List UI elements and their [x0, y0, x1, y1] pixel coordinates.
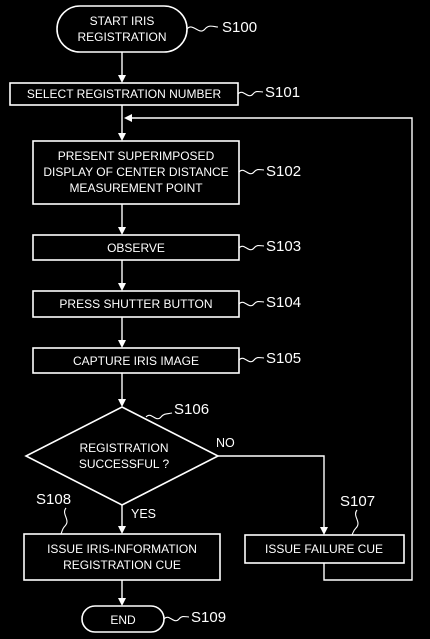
step-label-s106: S106 [145, 401, 209, 420]
node-line-1: END [110, 613, 136, 627]
step-label-text: S107 [340, 493, 375, 510]
edge-start-to-select [118, 52, 126, 83]
step-label-text: S100 [222, 19, 257, 36]
edges: YES NO [118, 52, 413, 606]
node-line-2: DISPLAY OF CENTER DISTANCE [43, 165, 228, 179]
edge-press-to-capture [118, 317, 126, 348]
step-label-s101: S101 [237, 84, 300, 101]
step-label-s102: S102 [238, 163, 301, 180]
edge-label-no: NO [216, 436, 235, 450]
node-line-2: REGISTRATION [77, 30, 166, 44]
node-line-1: REGISTRATION [79, 441, 168, 455]
node-line-1: START IRIS [90, 14, 155, 28]
node-registration-successful-decision: REGISTRATION SUCCESSFUL ? [24, 406, 220, 506]
edge-capture-to-decision [118, 373, 126, 407]
edge-decision-no: NO [216, 436, 328, 535]
step-label-s105: S105 [238, 350, 301, 367]
process-box [32, 140, 240, 205]
node-line-1: PRESS SHUTTER BUTTON [59, 297, 212, 311]
node-line-2: REGISTRATION CUE [63, 558, 181, 572]
node-line-1: PRESENT SUPERIMPOSED [58, 149, 215, 163]
step-label-s104: S104 [238, 294, 301, 311]
step-label-text: S102 [266, 163, 301, 180]
node-present-superimposed-display: PRESENT SUPERIMPOSED DISPLAY OF CENTER D… [32, 140, 240, 205]
node-line-1: CAPTURE IRIS IMAGE [73, 354, 199, 368]
step-label-text: S103 [266, 238, 301, 255]
step-label-text: S106 [174, 401, 209, 418]
edge-success-to-end [118, 580, 126, 606]
step-label-text: S104 [266, 294, 301, 311]
edge-decision-yes: YES [118, 505, 156, 534]
node-capture-iris-image: CAPTURE IRIS IMAGE [32, 347, 240, 374]
node-line-1: ISSUE FAILURE CUE [265, 542, 383, 556]
step-label-text: S101 [265, 84, 300, 101]
node-issue-failure-cue: ISSUE FAILURE CUE [244, 534, 405, 564]
process-box [244, 534, 405, 564]
process-box [32, 347, 240, 374]
decision-diamond [24, 406, 220, 506]
step-label-s109: S109 [163, 609, 226, 626]
edge-failure-loop [124, 114, 413, 581]
process-box [23, 533, 221, 581]
step-label-s107: S107 [340, 493, 375, 536]
node-line-1: ISSUE IRIS-INFORMATION [47, 542, 197, 556]
node-issue-registration-cue: ISSUE IRIS-INFORMATION REGISTRATION CUE [23, 533, 221, 581]
node-line-1: SELECT REGISTRATION NUMBER [27, 87, 222, 101]
node-line-1: OBSERVE [107, 241, 165, 255]
step-label-s100: S100 [186, 19, 257, 36]
edge-observe-to-press [118, 260, 126, 291]
node-line-2: SUCCESSFUL ? [79, 457, 170, 471]
node-line-3: MEASUREMENT POINT [69, 181, 203, 195]
step-label-text: S108 [36, 491, 71, 508]
node-start-iris-registration: START IRIS REGISTRATION [56, 5, 188, 53]
step-label-s103: S103 [238, 238, 301, 255]
step-label-text: S109 [191, 609, 226, 626]
edge-select-to-present [118, 105, 126, 141]
step-label-s108: S108 [36, 491, 71, 535]
edge-label-yes: YES [131, 507, 156, 521]
step-label-text: S105 [266, 350, 301, 367]
edge-present-to-observe [118, 204, 126, 235]
step-labels: S100 S101 S102 S103 S104 S105 S106 S107 [36, 19, 375, 626]
